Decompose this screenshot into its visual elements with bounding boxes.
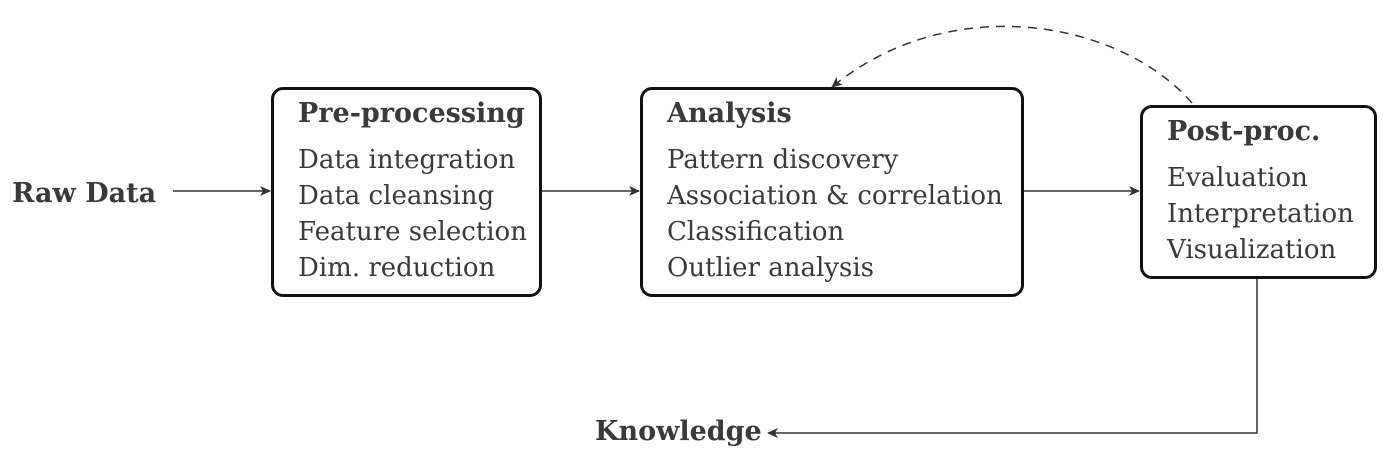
- stage-title: Pre-processing: [298, 98, 525, 129]
- stage-item: Pattern discovery: [667, 145, 899, 175]
- raw-data-label: Raw Data: [12, 178, 157, 209]
- stage-box-preprocessing: Pre-processing Data integration Data cle…: [271, 87, 542, 297]
- stage-box-postprocessing: Post-proc. Evaluation Interpretation Vis…: [1140, 105, 1377, 279]
- stage-title: Analysis: [667, 98, 792, 129]
- stage-item: Feature selection: [298, 217, 527, 247]
- stage-item: Classification: [667, 217, 845, 247]
- stage-item: Outlier analysis: [667, 253, 874, 283]
- stage-item: Association & correlation: [667, 181, 1003, 211]
- feedback-arrow-postproc-to-analysis: [831, 25, 1193, 104]
- stage-item: Interpretation: [1167, 199, 1354, 229]
- stage-item: Dim. reduction: [298, 253, 496, 283]
- stage-title: Post-proc.: [1167, 116, 1321, 147]
- stage-item: Evaluation: [1167, 163, 1308, 193]
- stage-item: Data cleansing: [298, 181, 495, 211]
- arrow-postproc-to-knowledge: [767, 279, 1258, 438]
- stage-box-analysis: Analysis Pattern discovery Association &…: [640, 87, 1024, 297]
- stage-item: Visualization: [1167, 235, 1337, 265]
- knowledge-label: Knowledge: [595, 416, 762, 447]
- stage-item: Data integration: [298, 145, 516, 175]
